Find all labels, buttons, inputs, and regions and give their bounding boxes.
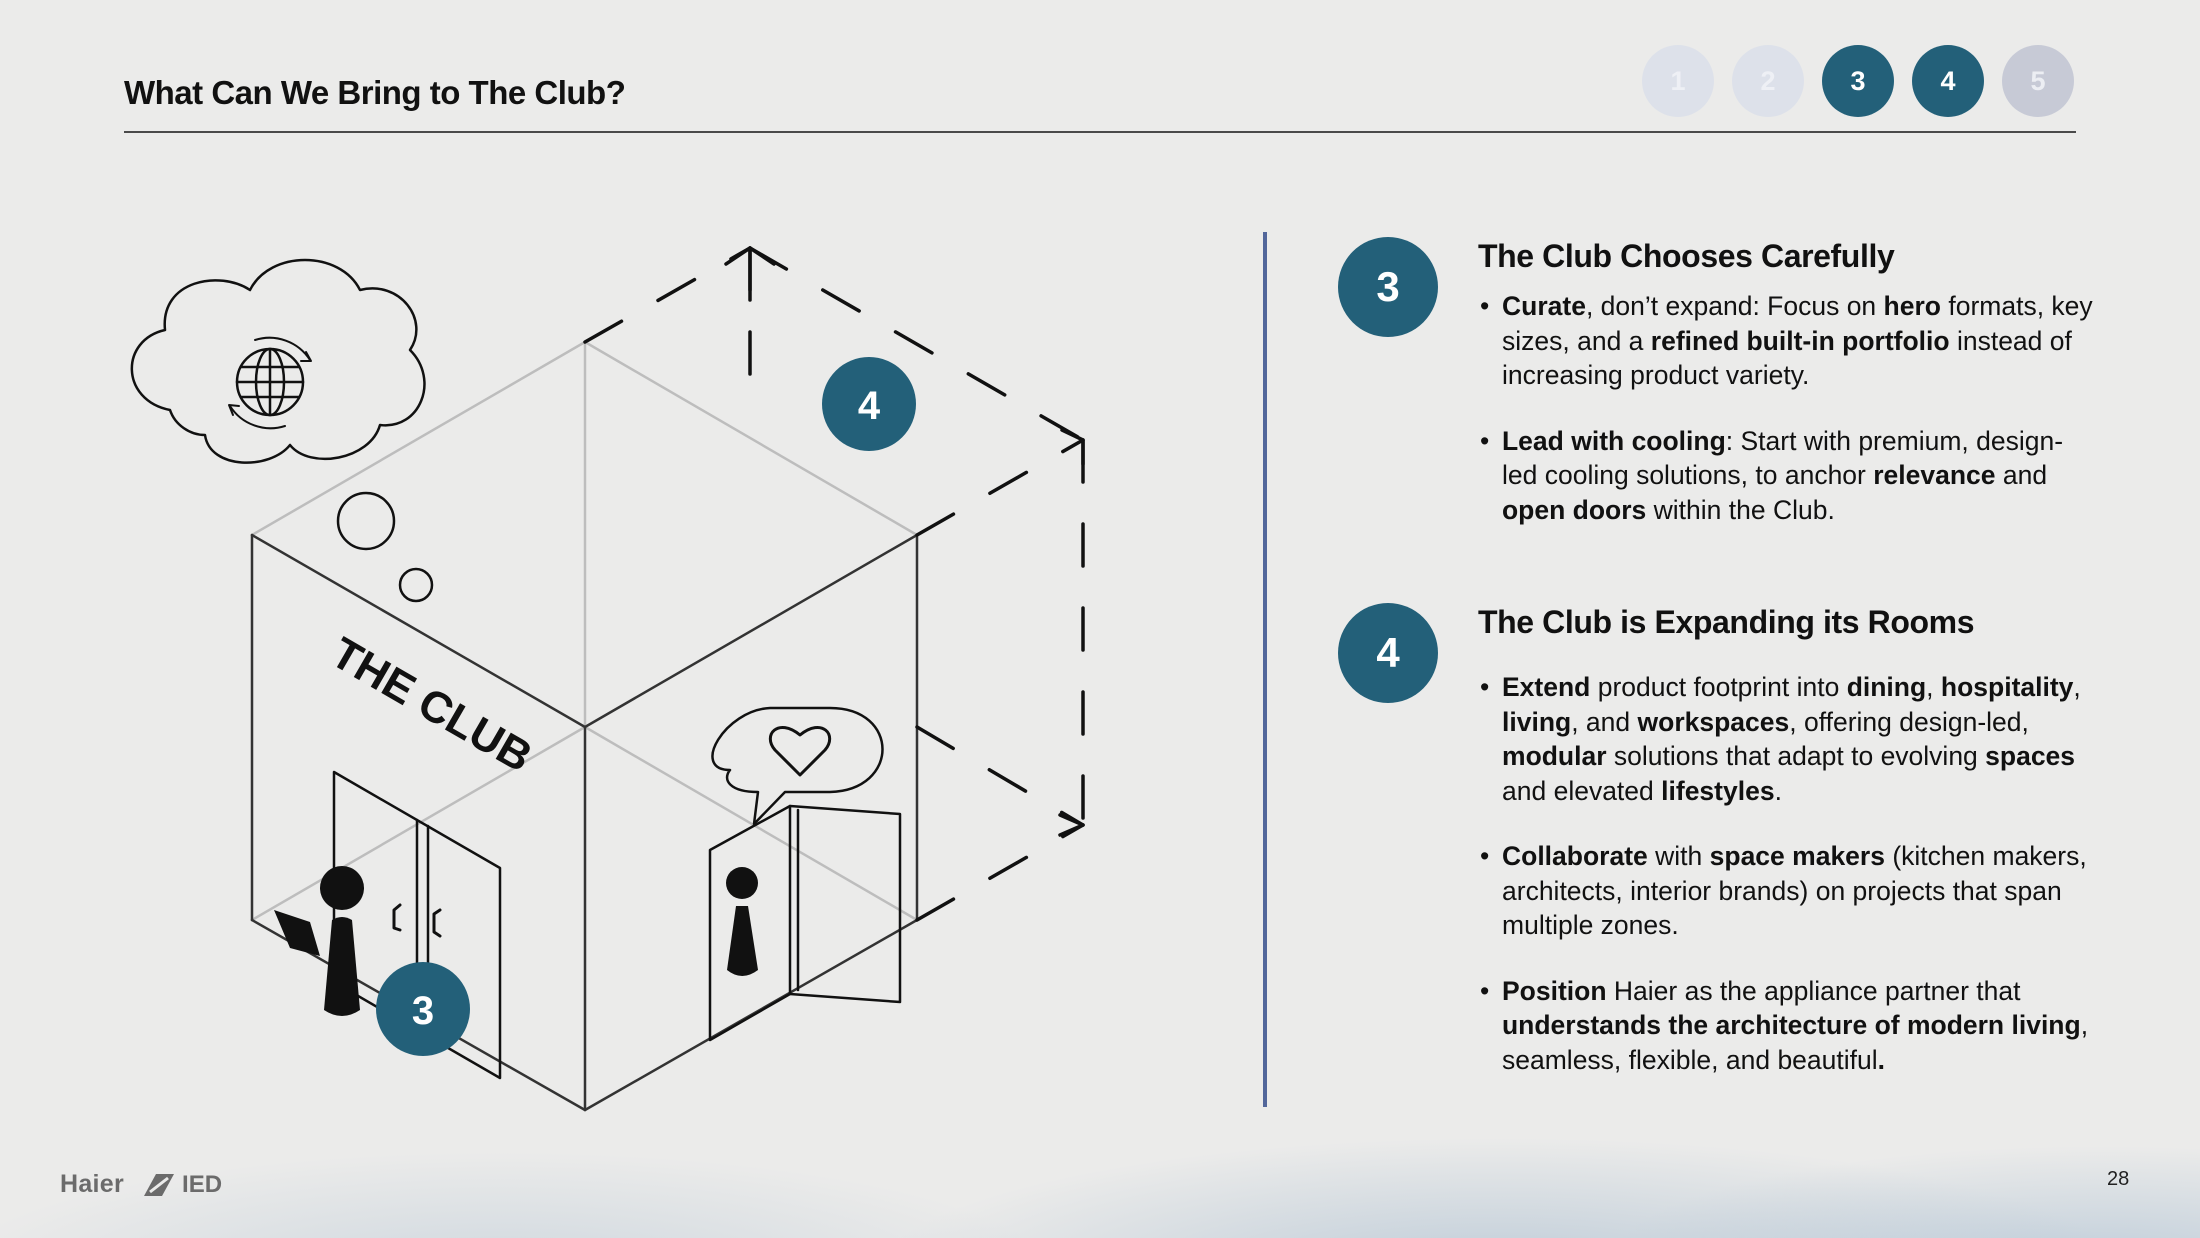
pager-dot-1[interactable]: 1 bbox=[1642, 45, 1714, 117]
marker-4: 4 bbox=[822, 357, 916, 451]
ied-logo-text: IED bbox=[182, 1170, 223, 1198]
section-title-3: The Club Chooses Carefully bbox=[1478, 238, 1895, 274]
slide-pager: 1 2 3 4 5 bbox=[1642, 45, 2074, 117]
bullet-item: Extend product footprint into dining, ho… bbox=[1478, 670, 2098, 808]
person-icon bbox=[274, 866, 364, 1016]
club-illustration: THE CLUB 4 3 bbox=[130, 246, 1085, 1112]
person-icon-2 bbox=[726, 867, 758, 976]
bullet-list-3: Curate, don’t expand: Focus on hero form… bbox=[1478, 289, 2098, 527]
vertical-divider bbox=[1263, 232, 1267, 1107]
page-title: What Can We Bring to The Club? bbox=[124, 74, 626, 111]
bullet-item: Curate, don’t expand: Focus on hero form… bbox=[1478, 289, 2098, 393]
bullet-list-4: Extend product footprint into dining, ho… bbox=[1478, 670, 2098, 1077]
marker-4-label: 4 bbox=[858, 384, 881, 428]
ied-logo-icon bbox=[144, 1173, 175, 1196]
section-badge-3: 3 bbox=[1338, 237, 1438, 337]
title-rule bbox=[124, 131, 2076, 133]
bullet-item: Lead with cooling: Start with premium, d… bbox=[1478, 424, 2098, 528]
ied-logo: IED bbox=[140, 1171, 222, 1199]
heart-icon bbox=[768, 726, 832, 777]
page-number: 28 bbox=[2107, 1168, 2130, 1190]
bullet-item: Collaborate with space makers (kitchen m… bbox=[1478, 839, 2098, 943]
section-title-4: The Club is Expanding its Rooms bbox=[1478, 604, 1975, 640]
marker-3: 3 bbox=[376, 962, 470, 1056]
haier-logo: Haier bbox=[60, 1170, 125, 1198]
thought-cloud bbox=[130, 258, 434, 603]
arrow-up-icon bbox=[724, 246, 776, 302]
club-sign: THE CLUB bbox=[323, 628, 540, 782]
pager-dot-5[interactable]: 5 bbox=[2002, 45, 2074, 117]
globe-icon bbox=[228, 336, 312, 430]
pager-dot-2[interactable]: 2 bbox=[1732, 45, 1804, 117]
footer-logos: Haier IED bbox=[60, 1170, 222, 1199]
heart-bubble bbox=[711, 706, 884, 826]
arrow-right-icon bbox=[1058, 428, 1085, 837]
pager-dot-3[interactable]: 3 bbox=[1822, 45, 1894, 117]
hidden-edges bbox=[250, 340, 919, 922]
marker-3-label: 3 bbox=[412, 989, 434, 1033]
pager-dot-4[interactable]: 4 bbox=[1912, 45, 1984, 117]
section-badge-4: 4 bbox=[1338, 603, 1438, 703]
door-icon bbox=[708, 804, 902, 1042]
bullet-item: Position Haier as the appliance partner … bbox=[1478, 974, 2098, 1078]
